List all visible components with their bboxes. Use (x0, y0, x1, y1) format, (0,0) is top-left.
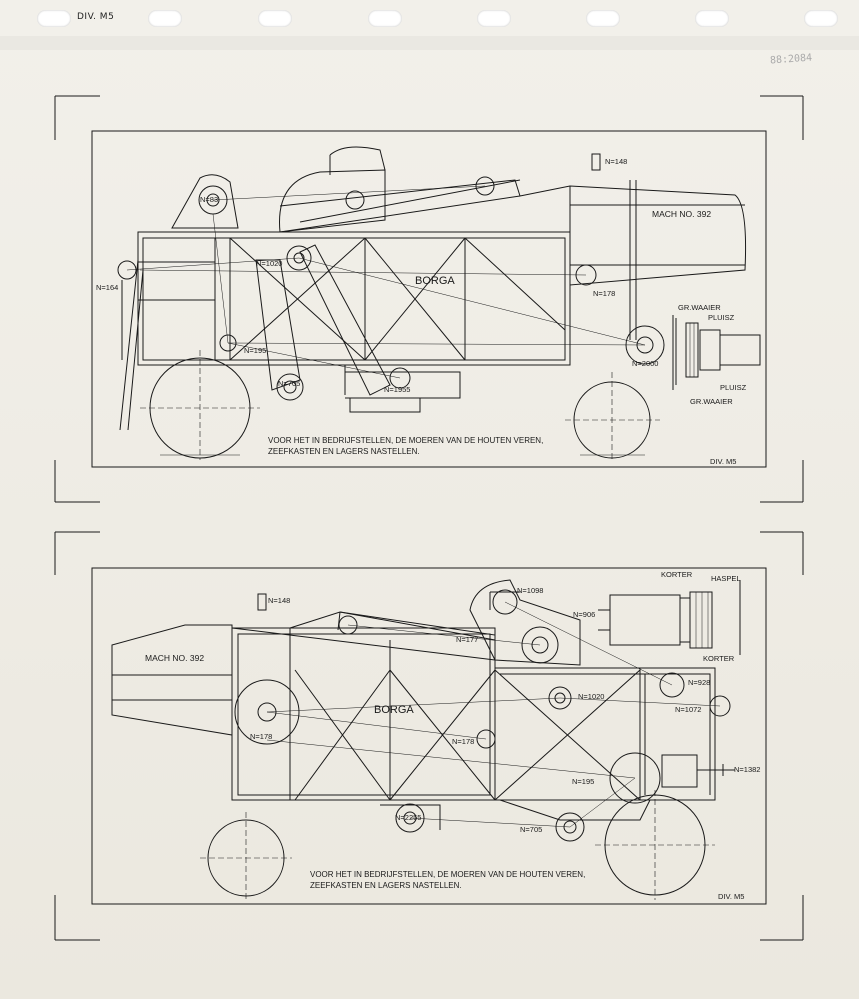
bottom-label-n177: N=177 (456, 635, 478, 644)
bottom-label-n178: N=178 (250, 732, 272, 741)
top-note-line2: ZEEFKASTEN EN LAGERS NASTELLEN. (268, 447, 420, 456)
top-label-n178: N=178 (593, 289, 615, 298)
top-label-n705: N=705 (278, 379, 300, 388)
top-note-line1: VOOR HET IN BEDRIJFSTELLEN, DE MOEREN VA… (268, 436, 543, 445)
bottom-label-n148: N=148 (268, 596, 290, 605)
bottom-corner-code: DIV. M5 (718, 892, 744, 901)
top-label-n2000: N=2000 (632, 359, 658, 368)
bottom-cutter-detail (598, 580, 741, 655)
top-label-n83: N=83 (200, 195, 218, 204)
top-machine-number: MACH NO. 392 (652, 209, 711, 219)
bottom-label-n1382: N=1382 (734, 765, 760, 774)
punch-hole (368, 10, 402, 27)
bottom-label-n178-2: N=178 (452, 737, 474, 746)
punch-hole (148, 10, 182, 27)
crop-marks-bottom (54, 531, 804, 941)
top-label-n164: N=164 (96, 283, 118, 292)
bottom-label-n195: N=195 (572, 777, 594, 786)
bottom-label-n705: N=705 (520, 825, 542, 834)
bottom-label-n1072: N=1072 (675, 705, 701, 714)
bottom-detail-label-korter: KORTER (661, 570, 693, 579)
bottom-label-n1098: N=1098 (517, 586, 543, 595)
punch-hole (37, 10, 71, 27)
top-drawing-frame (91, 130, 767, 468)
top-drawing (91, 130, 767, 468)
top-fan-detail (672, 315, 761, 390)
top-label-n195: N=195 (244, 346, 266, 355)
punch-hole (695, 10, 729, 27)
bottom-machine-number: MACH NO. 392 (145, 653, 204, 663)
sheet-code: DIV. M5 (77, 12, 115, 22)
bottom-note-line2: ZEEFKASTEN EN LAGERS NASTELLEN. (310, 881, 462, 890)
bottom-drawing-frame (91, 567, 767, 905)
top-brand-label: BORGA (415, 275, 455, 287)
punch-hole (586, 10, 620, 27)
bottom-label-n906: N=906 (573, 610, 595, 619)
bottom-thresher-body (111, 579, 735, 900)
top-thresher-body (117, 146, 747, 460)
bottom-drawing-text: BORGA MACH NO. 392 N=148 N=1098 N=906 N=… (145, 570, 760, 901)
bottom-brand-label: BORGA (374, 704, 414, 716)
top-drawing-text: BORGA MACH NO. 392 N=83 N=1020 N=164 N=1… (96, 157, 747, 466)
top-detail-label-pluisz-2: PLUISZ (720, 383, 747, 392)
crop-marks-top (54, 95, 804, 503)
top-label-n1020: N=1020 (256, 259, 282, 268)
top-corner-code: DIV. M5 (710, 457, 736, 466)
top-detail-label-pluisz: PLUISZ (708, 313, 735, 322)
bottom-label-n928: N=928 (688, 678, 710, 687)
top-label-n148: N=148 (605, 157, 627, 166)
bottom-detail-label-korter-2: KORTER (703, 654, 735, 663)
top-detail-label-grwaaier-2: GR.WAAIER (690, 397, 733, 406)
bottom-label-n2255: N=2255 (395, 813, 421, 822)
bottom-note-line1: VOOR HET IN BEDRIJFSTELLEN, DE MOEREN VA… (310, 870, 585, 879)
punch-hole (804, 10, 838, 27)
top-label-n1955: N=1955 (384, 385, 410, 394)
bottom-drawing (91, 567, 767, 905)
punch-hole (477, 10, 511, 27)
top-detail-label-grwaaier: GR.WAAIER (678, 303, 721, 312)
punch-hole (258, 10, 292, 27)
bottom-detail-label-haspel: HASPEL (711, 574, 741, 583)
bottom-label-n1020: N=1020 (578, 692, 604, 701)
